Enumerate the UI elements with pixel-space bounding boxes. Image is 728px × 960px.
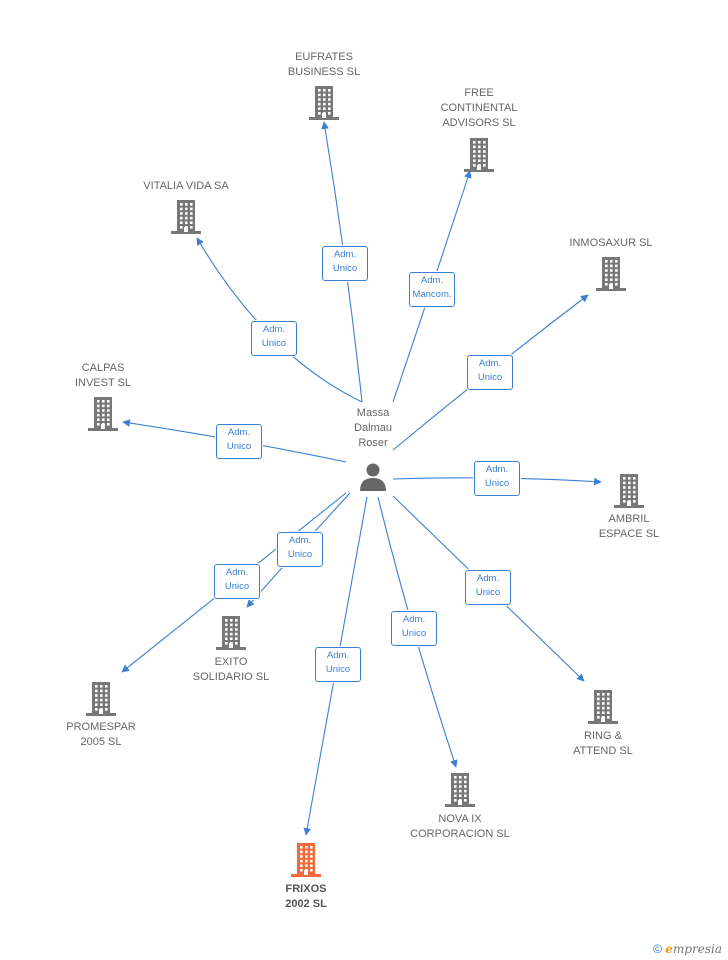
company-label-ring[interactable]: RING & ATTEND SL — [573, 730, 633, 757]
building-icon[interactable] — [291, 843, 321, 877]
company-label-vitalia[interactable]: VITALIA VIDA SA — [143, 180, 229, 192]
building-icon[interactable] — [216, 616, 246, 650]
role-badge-inmosaxur: Adm. Unico — [467, 355, 513, 390]
company-label-exito[interactable]: EXITO SOLIDARIO SL — [192, 656, 270, 683]
brand-logo[interactable]: empresia — [665, 942, 722, 956]
company-label-frixos[interactable]: FRIXOS 2002 SL — [285, 883, 327, 910]
company-label-eufrates[interactable]: EUFRATES BUSINESS SL — [287, 51, 361, 78]
building-icon[interactable] — [309, 86, 339, 120]
role-badge-free: Adm. Mancom. — [409, 272, 455, 307]
person-name[interactable]: Massa Dalmau Roser — [354, 407, 392, 449]
company-label-promespar[interactable]: PROMESPAR 2005 SL — [66, 721, 136, 748]
copyright-mark: © — [653, 942, 662, 956]
building-icon[interactable] — [588, 690, 618, 724]
role-badge-ambril: Adm. Unico — [474, 461, 520, 496]
company-label-free[interactable]: FREE CONTINENTAL ADVISORS SL — [440, 87, 518, 129]
building-icon[interactable] — [596, 257, 626, 291]
role-badge-exito: Adm. Unico — [277, 532, 323, 567]
role-badge-vitalia: Adm. Unico — [251, 321, 297, 356]
role-badge-nova: Adm. Unico — [391, 611, 437, 646]
role-badge-frixos: Adm. Unico — [315, 647, 361, 682]
role-badge-calpas: Adm. Unico — [216, 424, 262, 459]
building-icon[interactable] — [614, 474, 644, 508]
role-badge-eufrates: Adm. Unico — [322, 246, 368, 281]
building-icon[interactable] — [86, 682, 116, 716]
building-icon[interactable] — [171, 200, 201, 234]
building-icon[interactable] — [88, 397, 118, 431]
role-badge-ring: Adm. Unico — [465, 570, 511, 605]
company-label-ambril[interactable]: AMBRIL ESPACE SL — [598, 513, 660, 540]
building-icon[interactable] — [445, 773, 475, 807]
person-icon[interactable] — [358, 461, 388, 491]
company-label-calpas[interactable]: CALPAS INVEST SL — [74, 362, 132, 389]
footer-brand: © empresia — [653, 942, 722, 956]
building-icon[interactable] — [464, 138, 494, 172]
company-label-inmosaxur[interactable]: INMOSAXUR SL — [569, 237, 653, 249]
role-badge-promespar: Adm. Unico — [214, 564, 260, 599]
company-label-nova[interactable]: NOVA IX CORPORACION SL — [410, 813, 510, 840]
